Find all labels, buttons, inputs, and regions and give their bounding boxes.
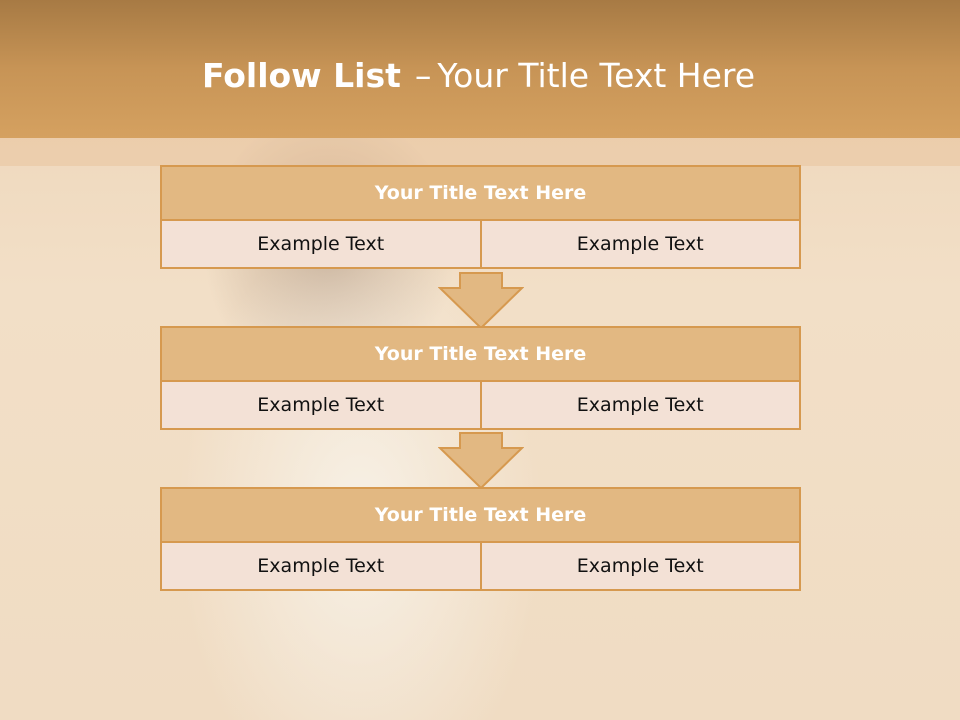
- list-block-3: Your Title Text Here Example Text Exampl…: [160, 487, 801, 591]
- down-arrow-icon: [438, 272, 524, 330]
- title-rest: Your Title Text Here: [437, 56, 756, 95]
- title-bar-band: [0, 138, 960, 166]
- slide-title: Follow List–Your Title Text Here: [202, 52, 755, 100]
- block-cell-right: Example Text: [481, 221, 801, 269]
- block-row: Example Text Example Text: [160, 382, 801, 430]
- block-cell-right: Example Text: [481, 382, 801, 430]
- block-cell-left: Example Text: [160, 221, 482, 269]
- block-cell-left: Example Text: [160, 382, 482, 430]
- block-cell-left: Example Text: [160, 543, 482, 591]
- block-row: Example Text Example Text: [160, 543, 801, 591]
- title-bar: [0, 0, 960, 138]
- title-separator: –: [414, 56, 432, 95]
- block-title: Your Title Text Here: [160, 165, 801, 221]
- title-bold: Follow List: [202, 56, 401, 95]
- down-arrow-icon: [438, 432, 524, 490]
- block-title: Your Title Text Here: [160, 487, 801, 543]
- block-title: Your Title Text Here: [160, 326, 801, 382]
- block-row: Example Text Example Text: [160, 221, 801, 269]
- list-block-1: Your Title Text Here Example Text Exampl…: [160, 165, 801, 269]
- block-cell-right: Example Text: [481, 543, 801, 591]
- list-block-2: Your Title Text Here Example Text Exampl…: [160, 326, 801, 430]
